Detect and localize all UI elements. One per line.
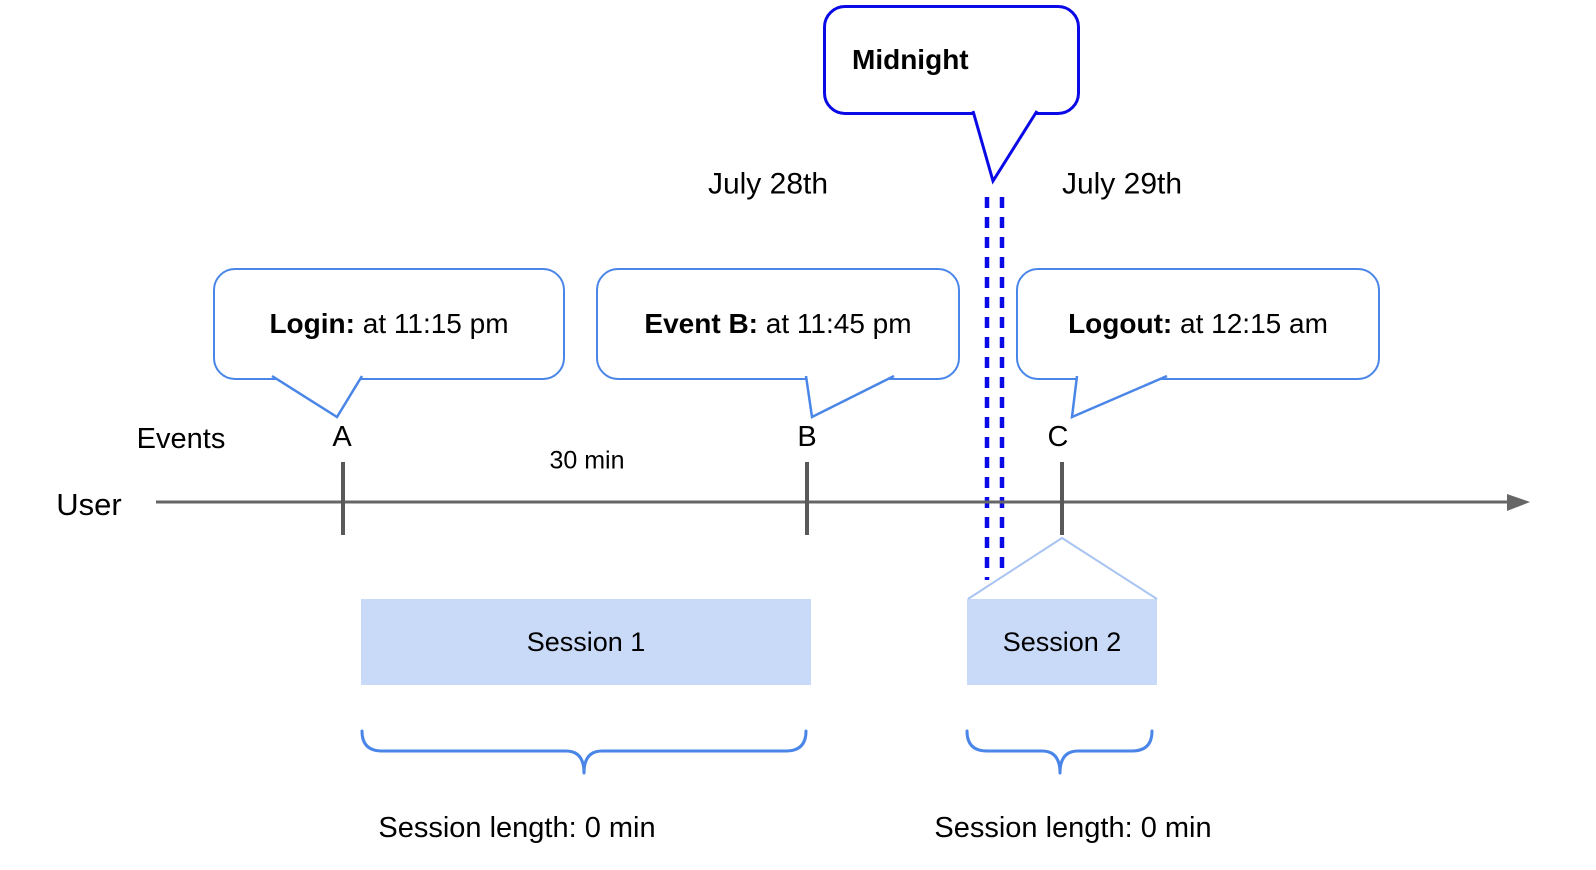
midnight-callout-bubble: Midnight xyxy=(823,5,1080,115)
event-b-callout-tail xyxy=(804,374,895,419)
session-1-label: Session 1 xyxy=(526,626,646,657)
event-b-callout-text: Event B: at 11:45 pm xyxy=(644,308,911,340)
logout-callout-time: at 12:15 am xyxy=(1172,308,1328,339)
logout-callout-text: Logout: at 12:15 am xyxy=(1068,308,1328,340)
user-row-label: User xyxy=(56,486,122,522)
session-2-length-label: Session length: 0 min xyxy=(934,812,1212,845)
login-callout-tail xyxy=(271,374,364,419)
session-1-length-label: Session length: 0 min xyxy=(378,812,656,845)
login-callout-time: at 11:15 pm xyxy=(354,308,509,339)
date-label-july-28: July 28th xyxy=(707,167,829,201)
event-marker-a: A xyxy=(332,421,352,454)
session-2-brace xyxy=(965,729,1154,775)
login-callout-text: Login: at 11:15 pm xyxy=(269,308,508,340)
event-b-callout-bubble: Event B: at 11:45 pm xyxy=(596,268,960,380)
event-marker-b: B xyxy=(797,421,817,454)
logout-callout-tail xyxy=(1070,374,1168,420)
event-b-callout-bold: Event B: xyxy=(644,308,758,339)
events-row-label: Events xyxy=(136,423,226,456)
session-1-brace xyxy=(360,729,808,775)
session-2-connector-triangle xyxy=(967,536,1158,600)
timeline-arrow xyxy=(156,494,1530,511)
midnight-divider-dashed-lines xyxy=(984,197,1005,580)
session-2-bar: Session 2 xyxy=(967,599,1157,685)
session-1-bar: Session 1 xyxy=(361,599,811,685)
logout-callout-bold: Logout: xyxy=(1068,308,1173,339)
date-label-july-29: July 29th xyxy=(1061,167,1183,201)
login-callout-bubble: Login: at 11:15 pm xyxy=(213,268,565,380)
event-tick-marks xyxy=(341,462,1064,535)
midnight-callout-tail xyxy=(971,110,1039,185)
event-marker-c: C xyxy=(1047,421,1069,454)
interval-label-30min: 30 min xyxy=(549,446,625,475)
session-2-label: Session 2 xyxy=(1002,626,1122,657)
login-callout-bold: Login: xyxy=(269,308,355,339)
logout-callout-bubble: Logout: at 12:15 am xyxy=(1016,268,1380,380)
midnight-label: Midnight xyxy=(852,44,969,75)
event-b-callout-time: at 11:45 pm xyxy=(758,308,912,339)
